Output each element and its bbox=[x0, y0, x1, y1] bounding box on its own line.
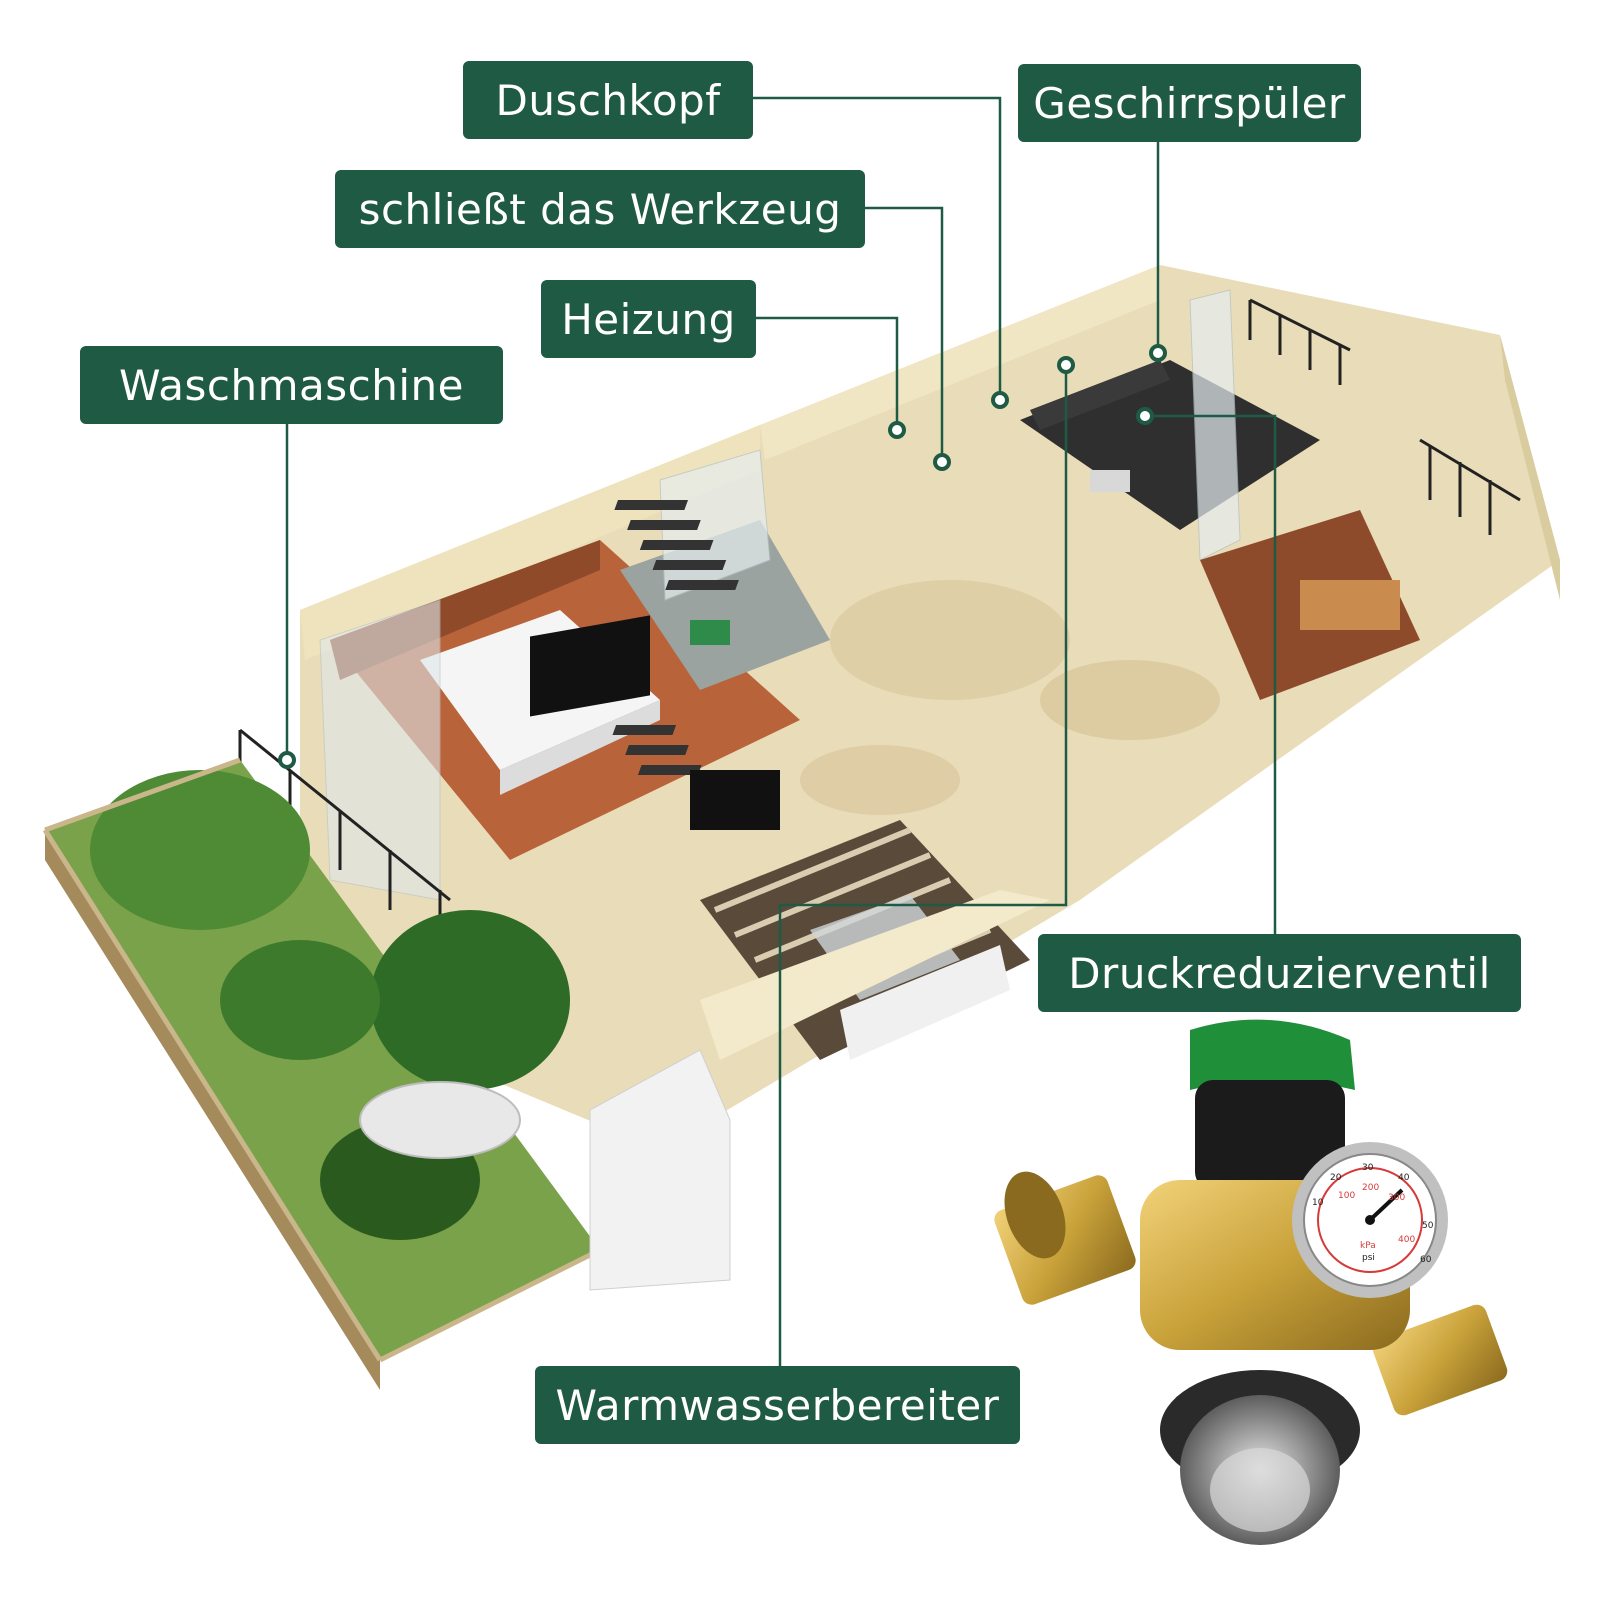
leader-duschkopf bbox=[753, 96, 1002, 400]
gauge-tick: 300 bbox=[1388, 1193, 1405, 1203]
leader-dots bbox=[278, 344, 1167, 769]
gauge-tick: 20 bbox=[1330, 1173, 1342, 1183]
label-duschkopf: Duschkopf bbox=[463, 61, 753, 139]
leader-werkzeug bbox=[865, 206, 944, 462]
gauge-unit-kpa: kPa bbox=[1360, 1241, 1376, 1251]
label-druckreduzierventil: Druckreduzierventil bbox=[1038, 934, 1521, 1012]
staircase bbox=[612, 500, 739, 775]
garden bbox=[42, 757, 602, 1390]
gauge-tick: 200 bbox=[1362, 1183, 1379, 1193]
label-waschmaschine: Waschmaschine bbox=[80, 346, 503, 424]
gauge-tick: 60 bbox=[1420, 1255, 1432, 1265]
leader-druckreduzierventil bbox=[1145, 414, 1277, 934]
leader-heizung bbox=[756, 316, 899, 430]
pressure-valve-illustration bbox=[994, 1019, 1508, 1545]
gauge-ticks: 20 30 40 50 60 10 100 200 300 400 kPa ps… bbox=[1312, 1163, 1434, 1265]
entrance-wall bbox=[589, 890, 1050, 1291]
gauge-tick: 40 bbox=[1398, 1173, 1410, 1183]
gauge-tick: 30 bbox=[1362, 1163, 1374, 1173]
gauge-tick: 100 bbox=[1338, 1191, 1355, 1201]
gauge-tick: 10 bbox=[1312, 1198, 1324, 1208]
leader-lines bbox=[285, 96, 1277, 1366]
label-warmwasserbereiter: Warmwasserbereiter bbox=[535, 1366, 1020, 1444]
label-geschirrspueler: Geschirrspüler bbox=[1018, 64, 1361, 142]
gauge-tick: 400 bbox=[1398, 1235, 1415, 1245]
leader-warmwasserbereiter bbox=[778, 365, 1068, 1366]
label-heizung: Heizung bbox=[541, 280, 756, 358]
gauge-tick: 50 bbox=[1422, 1221, 1434, 1231]
label-werkzeug: schließt das Werkzeug bbox=[335, 170, 865, 248]
gauge-unit-psi: psi bbox=[1362, 1253, 1375, 1263]
